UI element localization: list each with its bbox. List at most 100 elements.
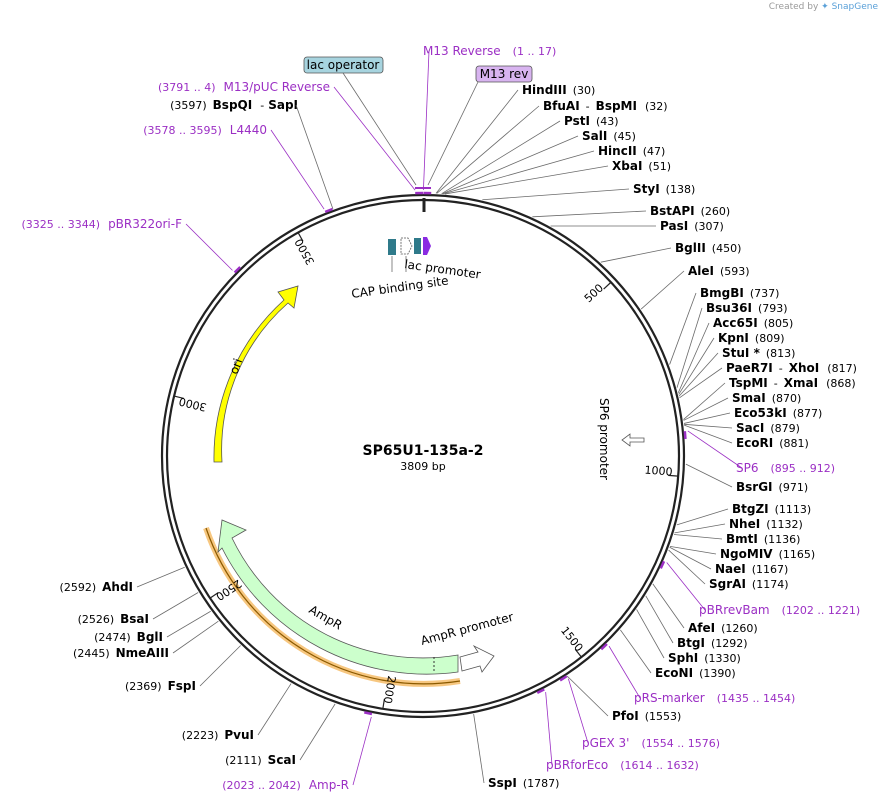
ampr-feature[interactable] xyxy=(217,519,459,675)
enzyme-site[interactable]: BglI(2474) xyxy=(94,610,211,644)
primer-range: (1435 .. 1454) xyxy=(717,692,796,705)
primer-site[interactable]: Amp-R(2023 .. 2042) xyxy=(222,711,373,792)
enzyme-connector xyxy=(257,683,292,736)
primer-site[interactable]: M13/pUC Reverse(3791 .. 4) xyxy=(158,80,424,195)
tick-mark xyxy=(668,474,679,477)
enzyme-site[interactable]: XbaI(51) xyxy=(445,159,671,195)
m13-rev-connector xyxy=(427,81,479,186)
enzyme-connector xyxy=(445,165,609,195)
enzyme-site[interactable]: KpnI(809) xyxy=(678,331,785,395)
tick-label: 1000 xyxy=(644,463,673,478)
enzyme-site[interactable]: BstAPI(260) xyxy=(532,204,730,218)
enzyme-site[interactable]: SspI(1787) xyxy=(473,714,560,790)
enzyme-site[interactable]: SapI-BspQI(3597) xyxy=(170,98,334,210)
primer-connector xyxy=(666,562,706,611)
enzyme-site[interactable]: BtgZI(1113) xyxy=(676,502,811,526)
enzyme-site[interactable]: Eco53kI(877) xyxy=(683,406,822,424)
enzyme-site[interactable]: AhdI(2592) xyxy=(60,566,185,594)
primer-marker xyxy=(659,560,666,569)
primer-site[interactable]: pGEX 3'(1554 .. 1576) xyxy=(559,675,720,750)
plasmid-name: SP65U1-135a-2 xyxy=(363,443,484,459)
tick-mark xyxy=(574,648,582,658)
enzyme-position: (2474) xyxy=(94,631,131,644)
enzyme-name: SgrAI xyxy=(709,577,746,591)
primer-name: SP6 xyxy=(736,461,759,475)
primer-site[interactable]: pBRrevBam(1202 .. 1221) xyxy=(659,560,860,617)
enzyme-site[interactable]: ScaI(2111) xyxy=(225,703,336,767)
credit-text: Created by ✦ SnapGene xyxy=(769,2,878,12)
enzyme-separator: - xyxy=(586,100,590,113)
enzyme-site[interactable]: NmeAIII(2445) xyxy=(73,620,219,660)
enzyme-connector xyxy=(678,337,715,395)
primer-site[interactable]: L4440(3578 .. 3595) xyxy=(143,123,333,214)
enzyme-site[interactable]: FspI(2369) xyxy=(125,645,241,693)
enzyme-site[interactable]: TspMI-XmaI(868) xyxy=(683,376,856,420)
primer-marker xyxy=(233,266,242,274)
enzyme-name: BglII xyxy=(675,241,706,255)
primer-name: pBRforEco xyxy=(546,758,608,772)
enzyme-site[interactable]: BtgI (1292) xyxy=(645,595,748,650)
primer-connector xyxy=(608,645,641,699)
enzyme-position: (30) xyxy=(573,84,596,97)
lac-operator-feature[interactable] xyxy=(414,238,421,254)
enzyme-site[interactable]: PfoI(1553) xyxy=(566,675,681,723)
enzyme-site[interactable]: NgoMIV(1165) xyxy=(669,546,815,561)
enzyme-site[interactable]: EcoRI(881) xyxy=(684,424,809,450)
enzyme-position: (593) xyxy=(720,265,750,278)
enzyme-site[interactable]: SalI(45) xyxy=(442,129,636,195)
primer-site[interactable]: pBR322ori-F(3325 .. 3344) xyxy=(22,217,242,274)
sp6-promoter-feature[interactable] xyxy=(621,433,645,447)
enzyme-site[interactable]: StuI *(813) xyxy=(678,346,795,397)
enzyme-site[interactable]: BglII(450) xyxy=(600,241,742,263)
enzyme-site[interactable]: PstI(43) xyxy=(441,114,619,195)
enzyme-site[interactable]: SphI(1330) xyxy=(636,609,741,665)
enzyme-site[interactable]: BsrGI(971) xyxy=(685,463,809,494)
enzyme-site[interactable]: HincII(47) xyxy=(443,144,665,195)
enzyme-position: (870) xyxy=(772,392,802,405)
enzyme-site[interactable]: PasI(307) xyxy=(550,219,724,233)
ampr-promoter-feature[interactable] xyxy=(459,644,495,673)
enzyme-position: (1174) xyxy=(752,578,789,591)
enzyme-site[interactable]: BmgBI(737) xyxy=(669,286,780,365)
enzyme-site[interactable]: AfeI(1260) xyxy=(652,583,758,635)
enzyme-connector xyxy=(678,352,719,397)
primer-site[interactable]: pRS-marker(1435 .. 1454) xyxy=(600,643,796,705)
enzyme-name: SmaI xyxy=(732,391,766,405)
enzyme-connector xyxy=(172,620,219,654)
enzyme-site[interactable]: SacI(879) xyxy=(684,421,800,435)
enzyme-site[interactable]: SmaI (870) xyxy=(683,391,802,421)
primer-site[interactable]: pBRforEco(1614 .. 1632) xyxy=(536,688,699,772)
enzyme-site[interactable]: SgrAI (1174) xyxy=(668,549,789,591)
enzyme-position: (881) xyxy=(779,437,809,450)
enzyme-site[interactable]: StyI(138) xyxy=(482,182,695,201)
enzyme-position: (971) xyxy=(779,481,809,494)
enzyme-site[interactable]: EcoNI(1390) xyxy=(620,629,736,680)
primer-site[interactable]: SP6(895 .. 912) xyxy=(683,430,835,475)
m13-rev-feature[interactable] xyxy=(423,237,431,255)
enzyme-separator: - xyxy=(779,362,783,375)
enzyme-position: (43) xyxy=(596,115,619,128)
enzyme-site[interactable]: Bsu36I(793) xyxy=(676,301,788,388)
enzyme-site[interactable]: PaeR7I-XhoI(817) xyxy=(679,361,857,399)
enzyme-site[interactable]: BfuAI-BspMI(32) xyxy=(436,99,668,194)
enzyme-name: HincII xyxy=(598,144,637,158)
lac-promoter-feature[interactable] xyxy=(400,237,413,255)
enzyme-site[interactable]: BsaI(2526) xyxy=(78,592,199,626)
cap-site-feature[interactable] xyxy=(388,239,396,255)
enzyme-site[interactable]: AleI(593) xyxy=(640,264,750,310)
enzyme-position: (2223) xyxy=(182,729,219,742)
enzyme-site[interactable]: Acc65I(805) xyxy=(677,316,793,393)
primer-connector xyxy=(270,129,325,210)
primer-site[interactable]: M13 Reverse(1 .. 17) xyxy=(423,44,556,195)
enzyme-site[interactable]: NheI(1132) xyxy=(674,517,803,534)
enzyme-position: (1292) xyxy=(711,637,748,650)
ori-feature[interactable] xyxy=(213,285,299,463)
primer-name: pBRrevBam xyxy=(699,603,770,617)
enzyme-site[interactable]: NaeI(1167) xyxy=(669,546,789,576)
enzyme-site[interactable]: PvuI(2223) xyxy=(182,683,292,742)
enzyme-site[interactable]: BmtI(1136) xyxy=(673,532,800,546)
enzyme-name: BtgI xyxy=(677,636,705,650)
enzyme-separator: - xyxy=(260,99,264,112)
enzyme-connector xyxy=(566,675,609,717)
enzyme-site[interactable]: HindIII(30) xyxy=(435,83,596,194)
